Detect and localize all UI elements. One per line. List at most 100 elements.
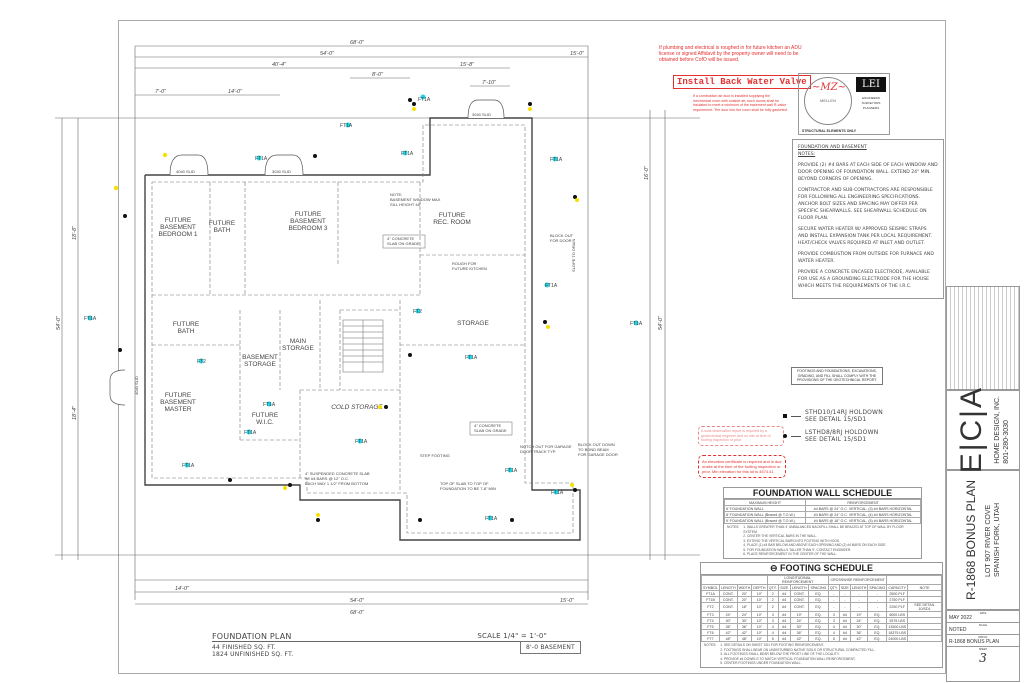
footing-cell: CONT. — [789, 602, 810, 612]
plan-title: FOUNDATION PLAN — [212, 632, 292, 641]
stamp-label: STRUCTURAL ELEMENTS ONLY — [801, 129, 857, 133]
signature: ~MZ~ — [812, 82, 846, 93]
tag-ft1a: FT1A — [340, 123, 353, 129]
legend-label: SEE DETAIL 15/SD1 — [805, 416, 867, 423]
firm-block: E|C|A HOME DESIGN, INC. 801-280-3030 — [946, 386, 1020, 474]
combustion-air-note: If a combustion air duct is installed su… — [693, 94, 788, 112]
tag-ft2: FT2 — [197, 359, 206, 365]
tag-ft2: FT2 — [413, 309, 422, 315]
elevation-certificate-note: An elevation certificate is required and… — [698, 455, 786, 478]
wall-row: 9' FOUNDATION WALL (Braced @ T.O.W.)#4 B… — [723, 517, 921, 524]
legend-label: SEE DETAIL 15/SD1 — [805, 436, 867, 443]
sheet-number: 3 — [979, 651, 987, 665]
dim-overall-width: 68'-0" — [350, 40, 365, 46]
tag-ft1a: FT1A — [401, 151, 414, 157]
title-strip: E|C|A HOME DESIGN, INC. 801-280-3030 R-1… — [946, 286, 1020, 682]
lei-logo: LEI — [856, 77, 886, 92]
footing-cell: 48" — [718, 635, 738, 642]
note-item: CONTRACTOR AND SUB-CONTRACTORS ARE RESPO… — [798, 188, 933, 221]
footing-cell: - — [867, 602, 888, 612]
note-step-footing: STEP FOOTING — [420, 453, 450, 458]
project-lot: LOT 907 RIVER COVE — [985, 504, 992, 578]
window-label-4: 4040 SLID — [134, 376, 139, 395]
footing-cell: SEE DETAIL 10/SD1 — [907, 602, 942, 612]
footing-cell: 42" — [849, 635, 869, 642]
legend-label: STHD10/14RJ HOLDOWN — [805, 409, 883, 416]
plumbing-adu-note: If plumbing and electrical is roughed in… — [659, 45, 802, 63]
scale-value: NOTED — [949, 627, 967, 633]
finished-sqft: 44 FINISHED SQ. FT. — [212, 644, 277, 651]
job-label: JOB NO. — [977, 636, 988, 639]
footing-cell: 42" — [789, 635, 810, 642]
footing-note: 4. PROVIDE #4 DOWELS TO MATCH VERTICAL F… — [720, 656, 856, 661]
footing-cell: EQ. — [867, 635, 888, 642]
legal-disclaimer-box — [946, 286, 1020, 390]
window-label-2: 3040 SLID — [272, 169, 291, 174]
dim-bottom-right: 15'-0" — [560, 598, 575, 604]
dim-bottom-left: 14'-0" — [175, 586, 190, 592]
dim-side-overall: 54'-0" — [56, 315, 62, 330]
dim-side-right: 54'-0" — [658, 315, 664, 330]
footing-cell: 48" — [736, 635, 753, 642]
wall-note: 4. PLACE (1) #4 BAR BELOW AND ABOVE EACH… — [743, 543, 887, 547]
footing-cell: 2 — [766, 602, 780, 612]
wall-note: 2. CENTER THE VERTICAL BARS IN THE WALL. — [743, 534, 818, 538]
group-header: LONGITUDINAL REINFORCEMENT — [766, 575, 829, 585]
wall-note: 5. FOR FOUNDATION WALLS TALLER THAN 9', … — [743, 547, 852, 552]
project-city: SPANISH FORK, UTAH — [994, 502, 1001, 578]
note-item: SECURE WATER HEATER W/ APPROVED SEISMIC … — [798, 227, 933, 246]
dim-right-width: 15'-0" — [570, 51, 585, 57]
note-slope-drain: SLOPE TO DRAIN — [571, 238, 576, 272]
tag-ft1a: FT1A — [84, 316, 97, 322]
wall-note: 6. PLACE REINFORCEMENT IN THE CENTER OF … — [743, 552, 838, 556]
wall-note: 3. EXTEND THE VERTICAL BARS INTO FOOTING… — [743, 538, 841, 543]
legend-label: LSTHD8/8RJ HOLDOWN — [805, 429, 879, 436]
tag-ft1a: FT1A — [418, 97, 431, 103]
room-storage: STORAGE — [457, 320, 489, 327]
footing-cell: FT2 — [701, 602, 720, 612]
job-value: R-1868 BONUS PLAN — [949, 639, 1000, 645]
tag-ft1a: FT1A — [244, 430, 257, 436]
footing-note: 1. SEE DETAILS ON SHEET SD1 FOR FOOTING … — [720, 643, 825, 647]
foundation-notes: FOUNDATION AND BASEMENT NOTES: PROVIDE (… — [792, 139, 944, 299]
dim-14ft: 14'-0" — [228, 89, 243, 95]
tag-ft1a: FT1A — [465, 355, 478, 361]
dim-bottom-main: 54'-0" — [350, 598, 365, 604]
dim-7ft: 7'-0" — [155, 89, 167, 95]
group-header: CROSSWISE REINFORCEMENT — [827, 575, 888, 585]
date-label: DATE — [979, 612, 987, 615]
footing-cell — [907, 635, 942, 642]
tag-ft1a: FT1A — [355, 439, 368, 445]
tag-ft1a: FT1A — [485, 516, 498, 522]
holdown-markers — [113, 98, 579, 522]
soils-report-note: A soils observation report is required b… — [698, 426, 784, 446]
window-label-1: 4040 SLID — [176, 169, 195, 174]
footing-symbol-icon: ⊖ — [769, 563, 781, 573]
tag-ft1a: FT1A — [263, 402, 276, 408]
footing-cell: 2250 PLF — [886, 602, 909, 612]
circle-holdown-icon — [783, 434, 787, 438]
note-item: PROVIDE A CONCRETE ENCASED ELECTRODE, AV… — [798, 270, 930, 289]
geotech-note: FOOTINGS AND FOUNDATIONS, EXCAVATIONS, G… — [791, 367, 883, 385]
dim-7-10: 7'-10" — [482, 80, 497, 86]
scale-label: SCALE — [978, 624, 988, 627]
